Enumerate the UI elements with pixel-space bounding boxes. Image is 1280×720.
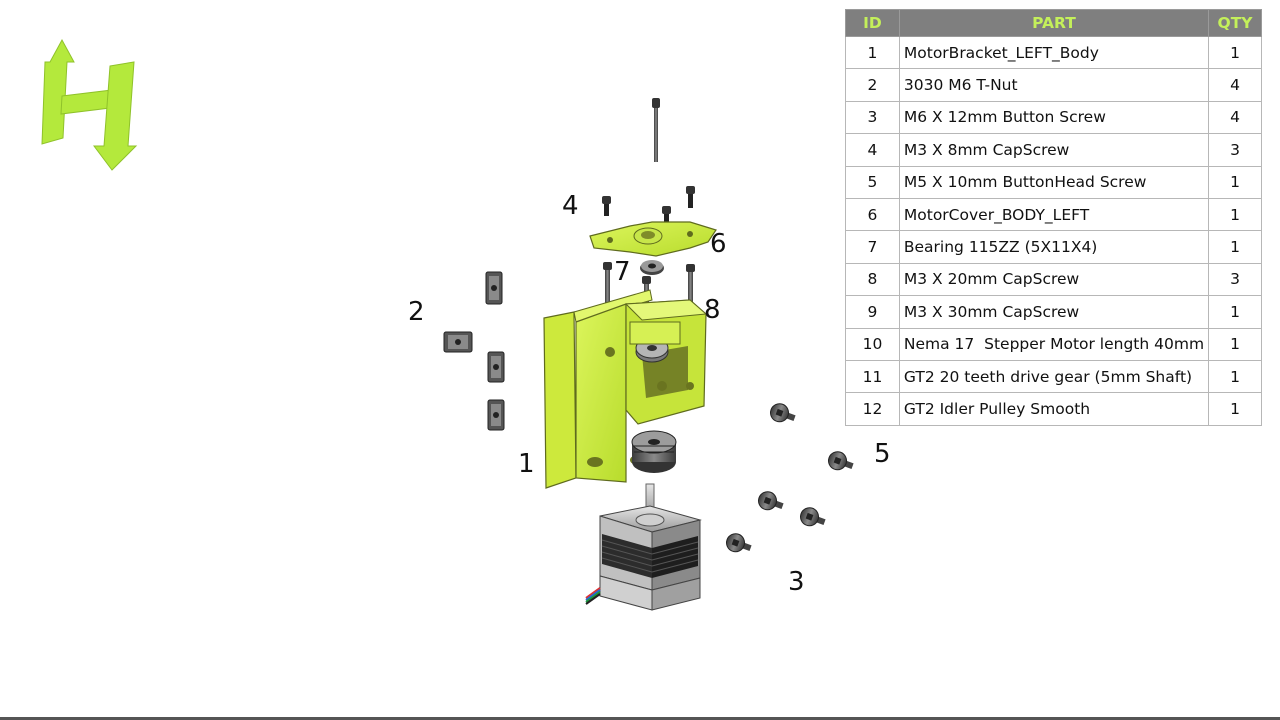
bearing-115zz: [640, 260, 664, 275]
bom-cell-id: 11: [845, 359, 900, 394]
bom-cell-qty: 4: [1208, 100, 1262, 135]
bom-cell-id: 2: [845, 68, 900, 102]
callout-5: 5: [874, 439, 891, 469]
bom-cell-qty: 1: [1208, 392, 1262, 426]
button-head-screws: [726, 403, 854, 553]
bom-cell-part: Nema 17 Stepper Motor length 40mm: [898, 327, 1210, 361]
callout-7: 7: [614, 257, 631, 287]
bom-cell-qty: 1: [1208, 35, 1262, 70]
bom-cell-part: GT2 Idler Pulley Smooth: [898, 392, 1210, 426]
bom-cell-id: 5: [845, 165, 900, 199]
bom-header-id: ID: [845, 9, 900, 37]
bom-header-qty: QTY: [1208, 9, 1262, 37]
callout-6: 6: [710, 229, 727, 259]
bom-cell-part: 3030 M6 T-Nut: [898, 68, 1210, 102]
bom-cell-part: M5 X 10mm ButtonHead Screw: [898, 165, 1210, 199]
bom-cell-qty: 1: [1208, 359, 1262, 394]
callout-8: 8: [704, 295, 721, 325]
bom-cell-id: 4: [845, 133, 900, 167]
bom-header-part: PART: [898, 9, 1210, 37]
bom-cell-id: 6: [845, 197, 900, 232]
callout-4: 4: [562, 191, 579, 221]
bom-cell-qty: 1: [1208, 295, 1262, 329]
bom-cell-qty: 1: [1208, 230, 1262, 264]
t-nuts: [443, 271, 505, 431]
exploded-assembly-diagram: 1 2 3 4 5 6 7 8: [408, 98, 891, 611]
motor-bracket-body: [543, 289, 708, 489]
bom-cell-qty: 3: [1208, 133, 1262, 167]
bom-cell-part: M3 X 30mm CapScrew: [898, 295, 1210, 329]
bom-cell-id: 8: [845, 262, 900, 297]
bom-cell-part: Bearing 115ZZ (5X11X4): [898, 230, 1210, 264]
callout-3: 3: [788, 567, 805, 597]
bom-cell-qty: 1: [1208, 327, 1262, 361]
bom-cell-id: 10: [845, 327, 900, 361]
bom-cell-id: 3: [845, 100, 900, 135]
bottom-rule: [0, 717, 1280, 720]
m3-30mm-screw: [652, 98, 660, 162]
bom-cell-part: M6 X 12mm Button Screw: [898, 100, 1210, 135]
bom-cell-id: 12: [845, 392, 900, 426]
motor-cover-plate: [589, 221, 717, 257]
bom-cell-part: M3 X 8mm CapScrew: [898, 133, 1210, 167]
callout-2: 2: [408, 297, 425, 327]
bom-cell-qty: 1: [1208, 197, 1262, 232]
bom-cell-part: MotorBracket_LEFT_Body: [898, 35, 1210, 70]
bom-cell-id: 9: [845, 295, 900, 329]
bom-cell-part: MotorCover_BODY_LEFT: [898, 197, 1210, 232]
gt2-drive-gear: [631, 430, 677, 473]
bom-cell-qty: 4: [1208, 68, 1262, 102]
bom-cell-part: M3 X 20mm CapScrew: [898, 262, 1210, 297]
bom-cell-id: 1: [845, 35, 900, 70]
bom-cell-id: 7: [845, 230, 900, 264]
callout-1: 1: [518, 449, 535, 479]
bom-cell-part: GT2 20 teeth drive gear (5mm Shaft): [898, 359, 1210, 394]
hevort-logo-icon: [41, 38, 138, 171]
nema17-stepper-motor: [585, 483, 702, 611]
bom-cell-qty: 1: [1208, 165, 1262, 199]
bom-cell-qty: 3: [1208, 262, 1262, 297]
bom-header-row: ID PART QTY: [845, 9, 1262, 37]
m3-8mm-screws: [602, 186, 695, 226]
